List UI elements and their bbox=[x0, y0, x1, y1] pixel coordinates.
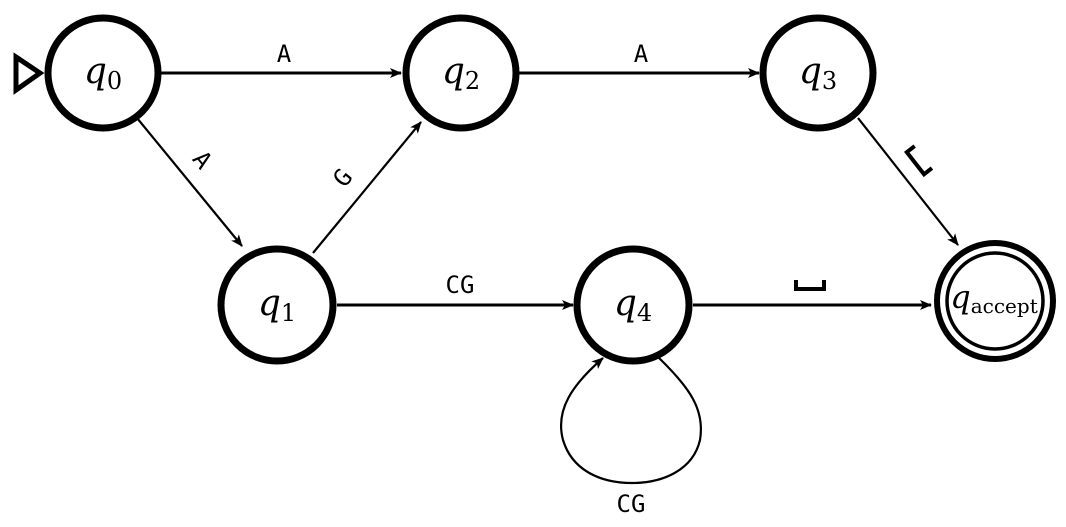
edge-q4-self-loop bbox=[559, 357, 702, 485]
svg-text:q0: q0 bbox=[84, 51, 122, 95]
state-q0-sub: 0 bbox=[107, 67, 122, 95]
edge-q0-q1 bbox=[136, 117, 243, 247]
svg-text:qaccept: qaccept bbox=[950, 278, 1038, 318]
edge-label-q4-qaccept bbox=[794, 280, 826, 291]
svg-text:q3: q3 bbox=[799, 51, 837, 95]
svg-text:q1: q1 bbox=[258, 283, 296, 327]
state-qaccept[interactable]: qaccept bbox=[934, 240, 1056, 362]
edge-label-q4-self: CG bbox=[617, 490, 646, 518]
edge-label-q3-qaccept bbox=[903, 144, 934, 178]
edge-q3-qaccept bbox=[857, 117, 959, 246]
state-q4[interactable]: q4 bbox=[573, 245, 693, 365]
edge-label-q0-q1: A bbox=[187, 146, 218, 175]
edge-label-q1-q4: CG bbox=[446, 271, 475, 299]
state-q3-sub: 3 bbox=[822, 67, 837, 95]
state-q1-sub: 1 bbox=[281, 299, 296, 327]
state-qaccept-sub: accept bbox=[971, 294, 1038, 318]
start-state-marker-icon bbox=[13, 52, 45, 95]
state-qaccept-base: q bbox=[950, 278, 970, 316]
state-q2-base: q bbox=[442, 51, 465, 92]
edge-q1-q2 bbox=[312, 121, 422, 254]
state-q4-base: q bbox=[614, 283, 637, 324]
svg-text:q4: q4 bbox=[614, 283, 652, 327]
state-q4-sub: 4 bbox=[637, 299, 652, 327]
state-q2[interactable]: q2 bbox=[402, 14, 520, 132]
svg-text:q2: q2 bbox=[442, 51, 480, 95]
state-q2-sub: 2 bbox=[465, 67, 480, 95]
edge-label-q2-q3: A bbox=[634, 40, 649, 68]
state-q1[interactable]: q1 bbox=[217, 245, 337, 365]
state-q1-base: q bbox=[258, 283, 281, 324]
state-q0[interactable]: q0 bbox=[44, 14, 162, 132]
edge-label-q1-q2: G bbox=[327, 164, 358, 193]
state-q3[interactable]: q3 bbox=[759, 14, 877, 132]
state-q3-base: q bbox=[799, 51, 822, 92]
edge-label-q0-q2: A bbox=[277, 40, 292, 68]
state-q0-base: q bbox=[84, 51, 107, 92]
